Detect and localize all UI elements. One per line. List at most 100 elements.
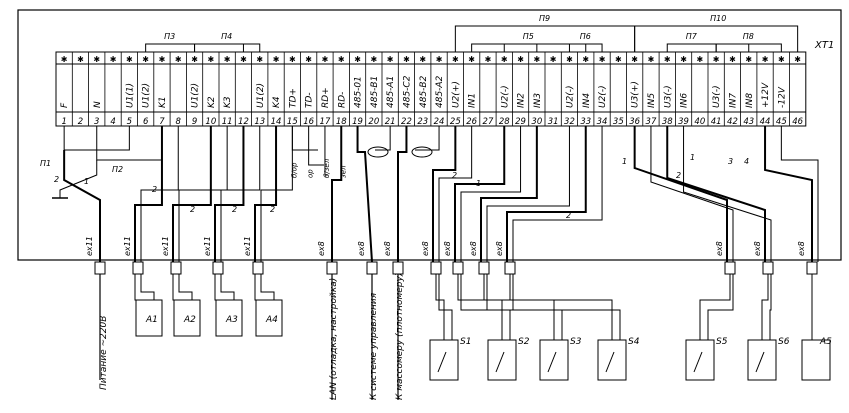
jumper-6 <box>568 43 603 52</box>
screw-mark: ✱ <box>126 55 133 64</box>
entry-label: ех11 <box>85 236 94 256</box>
rs485-wire <box>415 126 440 151</box>
screw-mark: ✱ <box>794 55 801 64</box>
terminal-signal: -12V <box>777 86 787 108</box>
screw-mark: ✱ <box>599 55 606 64</box>
terminal-number: 28 <box>499 117 510 127</box>
cable-gland <box>762 261 774 275</box>
pin-mark: 3 <box>728 157 733 166</box>
rs485-wire <box>356 126 373 263</box>
screw-mark: ✱ <box>159 55 166 64</box>
terminal-signal: RD- <box>337 92 347 108</box>
jumper-label: П8 <box>743 32 754 41</box>
switch-lead <box>457 274 503 340</box>
switch-contact <box>547 351 557 373</box>
terminal-signal: 485-B1 <box>370 76 380 108</box>
wire-color-label: зел <box>339 165 347 178</box>
terminal-number: 3 <box>94 117 99 127</box>
screw-mark: ✱ <box>713 55 720 64</box>
screw-mark: ✱ <box>762 55 769 64</box>
pin-mark: 2 <box>190 205 195 214</box>
screw-mark: ✱ <box>354 55 361 64</box>
screw-mark: ✱ <box>240 55 247 64</box>
screw-mark: ✱ <box>338 55 345 64</box>
pin-mark: 2 <box>152 185 157 194</box>
entry-label: ех11 <box>123 236 132 256</box>
sensor-label: A5 <box>819 337 832 347</box>
screw-mark: ✱ <box>664 55 671 64</box>
pin-mark: 2 <box>566 211 571 220</box>
switch-label: S5 <box>716 337 728 347</box>
terminal-signal: IN2 <box>517 93 527 108</box>
cable-gland <box>724 261 736 275</box>
switch-label: S4 <box>628 337 640 347</box>
terminal-signal: K1 <box>158 96 168 108</box>
terminal-signal: RD+ <box>321 87 331 108</box>
screw-mark: ✱ <box>289 55 296 64</box>
cable-gland <box>366 261 378 275</box>
input-wire <box>432 126 457 262</box>
enclosure-frame <box>17 9 842 261</box>
terminal-number: 35 <box>613 117 624 127</box>
screw-mark: ✱ <box>403 55 410 64</box>
input-wire <box>650 126 734 262</box>
wire-color-label: б/ор <box>290 162 298 178</box>
terminal-signal: TD- <box>305 92 315 108</box>
terminal-signal: U3(-) <box>663 85 673 108</box>
terminal-signal: N <box>93 101 103 108</box>
relay-coil <box>135 299 163 337</box>
jumper-label: П2 <box>112 165 123 174</box>
screw-mark: ✱ <box>696 55 703 64</box>
relay-label: A3 <box>225 315 238 325</box>
switch-label: S6 <box>778 337 790 347</box>
pin-mark: 4 <box>744 157 749 166</box>
jumper-label: П1 <box>40 159 51 168</box>
screw-mark: ✱ <box>566 55 573 64</box>
terminal-number: 18 <box>336 117 347 127</box>
terminal-number: 23 <box>417 117 428 127</box>
enclosure <box>17 9 842 261</box>
screw-mark: ✱ <box>436 55 443 64</box>
cable-gland <box>326 261 338 275</box>
screw-mark: ✱ <box>256 55 263 64</box>
switch-body <box>685 339 715 381</box>
pin-mark: 1 <box>690 153 695 162</box>
terminal-number: 13 <box>254 117 265 127</box>
power-wire <box>63 150 101 262</box>
lan-wire <box>291 126 318 151</box>
relay-wire <box>134 126 163 262</box>
screw-mark: ✱ <box>452 55 459 64</box>
screw-mark: ✱ <box>370 55 377 64</box>
jumper-4 <box>194 43 261 52</box>
switch-contact <box>495 351 505 373</box>
terminal-number: 25 <box>450 117 461 127</box>
screw-mark: ✱ <box>387 55 394 64</box>
terminal-number: 26 <box>466 117 477 127</box>
relay-lead <box>220 274 235 300</box>
screw-mark: ✱ <box>729 55 736 64</box>
screw-mark: ✱ <box>468 55 475 64</box>
switch-lead <box>483 274 555 340</box>
lan-wire <box>308 126 324 166</box>
terminal-signal: IN7 <box>728 93 738 108</box>
terminal-number: 39 <box>678 117 689 127</box>
terminal-number: 30 <box>531 117 542 127</box>
jumper-label: П6 <box>580 32 591 41</box>
power-wire <box>59 160 98 198</box>
switch-lead <box>460 274 511 340</box>
terminal-signal: 485-A2 <box>435 75 445 108</box>
input-wire <box>486 126 570 262</box>
terminal-number: 38 <box>662 117 673 127</box>
pin-mark: 1 <box>622 157 627 166</box>
terminal-signal: IN8 <box>745 93 755 108</box>
switch-body <box>429 339 459 381</box>
switch-body <box>487 339 517 381</box>
entry-label: ех8 <box>357 241 366 256</box>
terminal-signal: IN3 <box>533 93 543 108</box>
screw-mark: ✱ <box>582 55 589 64</box>
sensor-wire <box>780 126 819 262</box>
screw-mark: ✱ <box>501 55 508 64</box>
input-wire <box>454 126 506 262</box>
screw-mark: ✱ <box>305 55 312 64</box>
entry-label: ех8 <box>469 241 478 256</box>
